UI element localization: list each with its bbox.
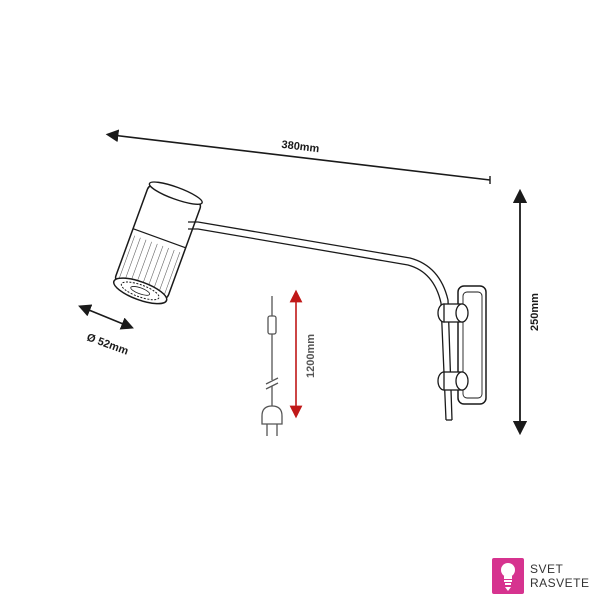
power-cord <box>261 296 283 436</box>
cord-label: 1200mm <box>305 334 317 378</box>
diameter-dimension: Ø 52mm <box>78 304 134 358</box>
lamp-arm <box>188 221 453 421</box>
lamp-head <box>112 181 203 305</box>
lightbulb-logo-icon <box>492 558 524 594</box>
cord-switch-icon <box>267 315 277 335</box>
width-label: 380mm <box>281 139 320 155</box>
power-plug-icon <box>261 405 283 436</box>
height-dimension: 250mm <box>512 188 541 436</box>
cord-dimension: 1200mm <box>289 289 317 419</box>
brand-line-1: SVET <box>530 562 564 576</box>
brand-line-2: RASVETE <box>530 576 590 590</box>
brand-logo: SVET RASVETE <box>492 558 590 594</box>
width-dimension: 380mm <box>105 129 491 184</box>
wall-plate <box>437 285 487 405</box>
diameter-label: Ø 52mm <box>85 332 130 358</box>
brand-name: SVET RASVETE <box>530 562 590 590</box>
height-label: 250mm <box>529 293 541 331</box>
